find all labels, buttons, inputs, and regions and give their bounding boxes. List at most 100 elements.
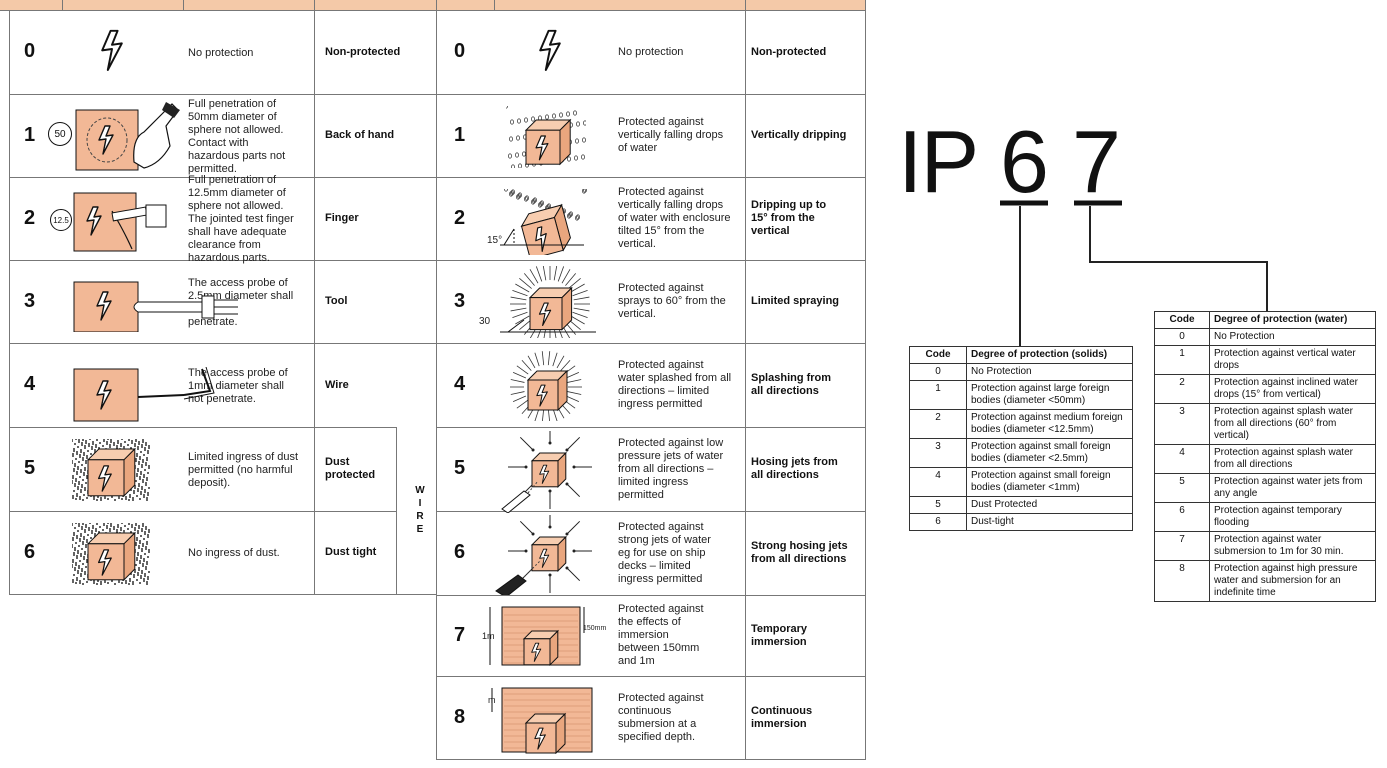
water-code-cell: 4 (1154, 444, 1210, 474)
solids-row-divider (9, 177, 436, 178)
solids-row-number: 3 (24, 289, 36, 312)
lightning-bolt-icon (98, 28, 132, 78)
solids-row-number: 6 (24, 540, 36, 563)
water-code-cell: 0 (1154, 328, 1210, 346)
solids-row-label: Wire (325, 343, 433, 427)
solids-code-cell: 4 (909, 467, 967, 497)
jet-nozzle-icon (498, 425, 598, 514)
dust-box-icon (71, 522, 150, 585)
water-row-number: 3 (454, 289, 466, 312)
solids-row-divider (9, 260, 436, 261)
water-row-divider (436, 10, 866, 11)
ip-water-digit: 7 (1072, 112, 1121, 211)
immersion-tank-icon (480, 603, 610, 667)
water-row-divider (436, 427, 866, 428)
strong-jet-nozzle-icon (494, 509, 598, 598)
finger-probe-icon (72, 191, 172, 255)
solids-row-divider (9, 511, 396, 512)
solids-row-description-text: No protection (188, 46, 254, 59)
water-code-header: Code (1154, 311, 1210, 329)
depth-label-150mm: 150mm (583, 625, 607, 632)
water-row-label: Limited spraying (751, 260, 863, 343)
solids-label-divider (314, 10, 315, 594)
solids-code-cell: 2 (909, 409, 967, 439)
solids-degree-cell: Dust-tight (966, 513, 1133, 531)
solids-row-divider (9, 594, 436, 595)
solids-row-label-text: Finger (325, 212, 359, 224)
sphere-12-5-badge: 12.5 (50, 209, 72, 231)
wire-letter-r: R (416, 511, 424, 522)
solids-row-label: Finger (325, 177, 433, 260)
water-code-cell: 7 (1154, 531, 1210, 561)
solids-row-description: No protection (188, 14, 318, 92)
water-row-label-text: Limited spraying (751, 295, 840, 307)
water-row-number: 7 (454, 623, 466, 646)
water-code-cell: 6 (1154, 502, 1210, 532)
water-row-number: 1 (454, 123, 466, 146)
water-row-divider (436, 676, 866, 677)
water-label-divider (745, 10, 746, 760)
water-right-border (865, 10, 866, 760)
solids-row-label-text: Wire (325, 378, 349, 391)
solids-row-number: 1 (24, 123, 36, 146)
water-row-divider (436, 759, 866, 760)
solids-code-cell: 6 (909, 513, 967, 531)
drip-box-icon (503, 103, 588, 170)
water-code-cell: 8 (1154, 560, 1210, 602)
solids-row-description-text: No ingress of dust. (188, 547, 280, 559)
wire-letter-i: I (418, 498, 422, 509)
header-divider (183, 0, 184, 10)
water-row-divider (436, 343, 866, 344)
header-divider (745, 0, 746, 10)
solids-left-border (9, 10, 10, 594)
solids-row-number: 0 (24, 40, 36, 62)
solids-row-label-text: Back of hand (325, 129, 395, 141)
solids-row-label-text: Non-protected (325, 45, 401, 58)
water-row-number: 4 (454, 373, 466, 395)
splash-box-icon (504, 351, 588, 423)
water-row-number: 5 (454, 457, 466, 479)
solids-code-cell: 3 (909, 438, 967, 468)
header-divider (62, 0, 63, 10)
solids-row-description: No ingress of dust. (188, 515, 318, 592)
solids-row-label: Non-protected (325, 10, 433, 94)
water-row-number: 2 (454, 206, 466, 229)
wire-letter-e: E (416, 524, 424, 535)
header-divider (314, 0, 315, 10)
